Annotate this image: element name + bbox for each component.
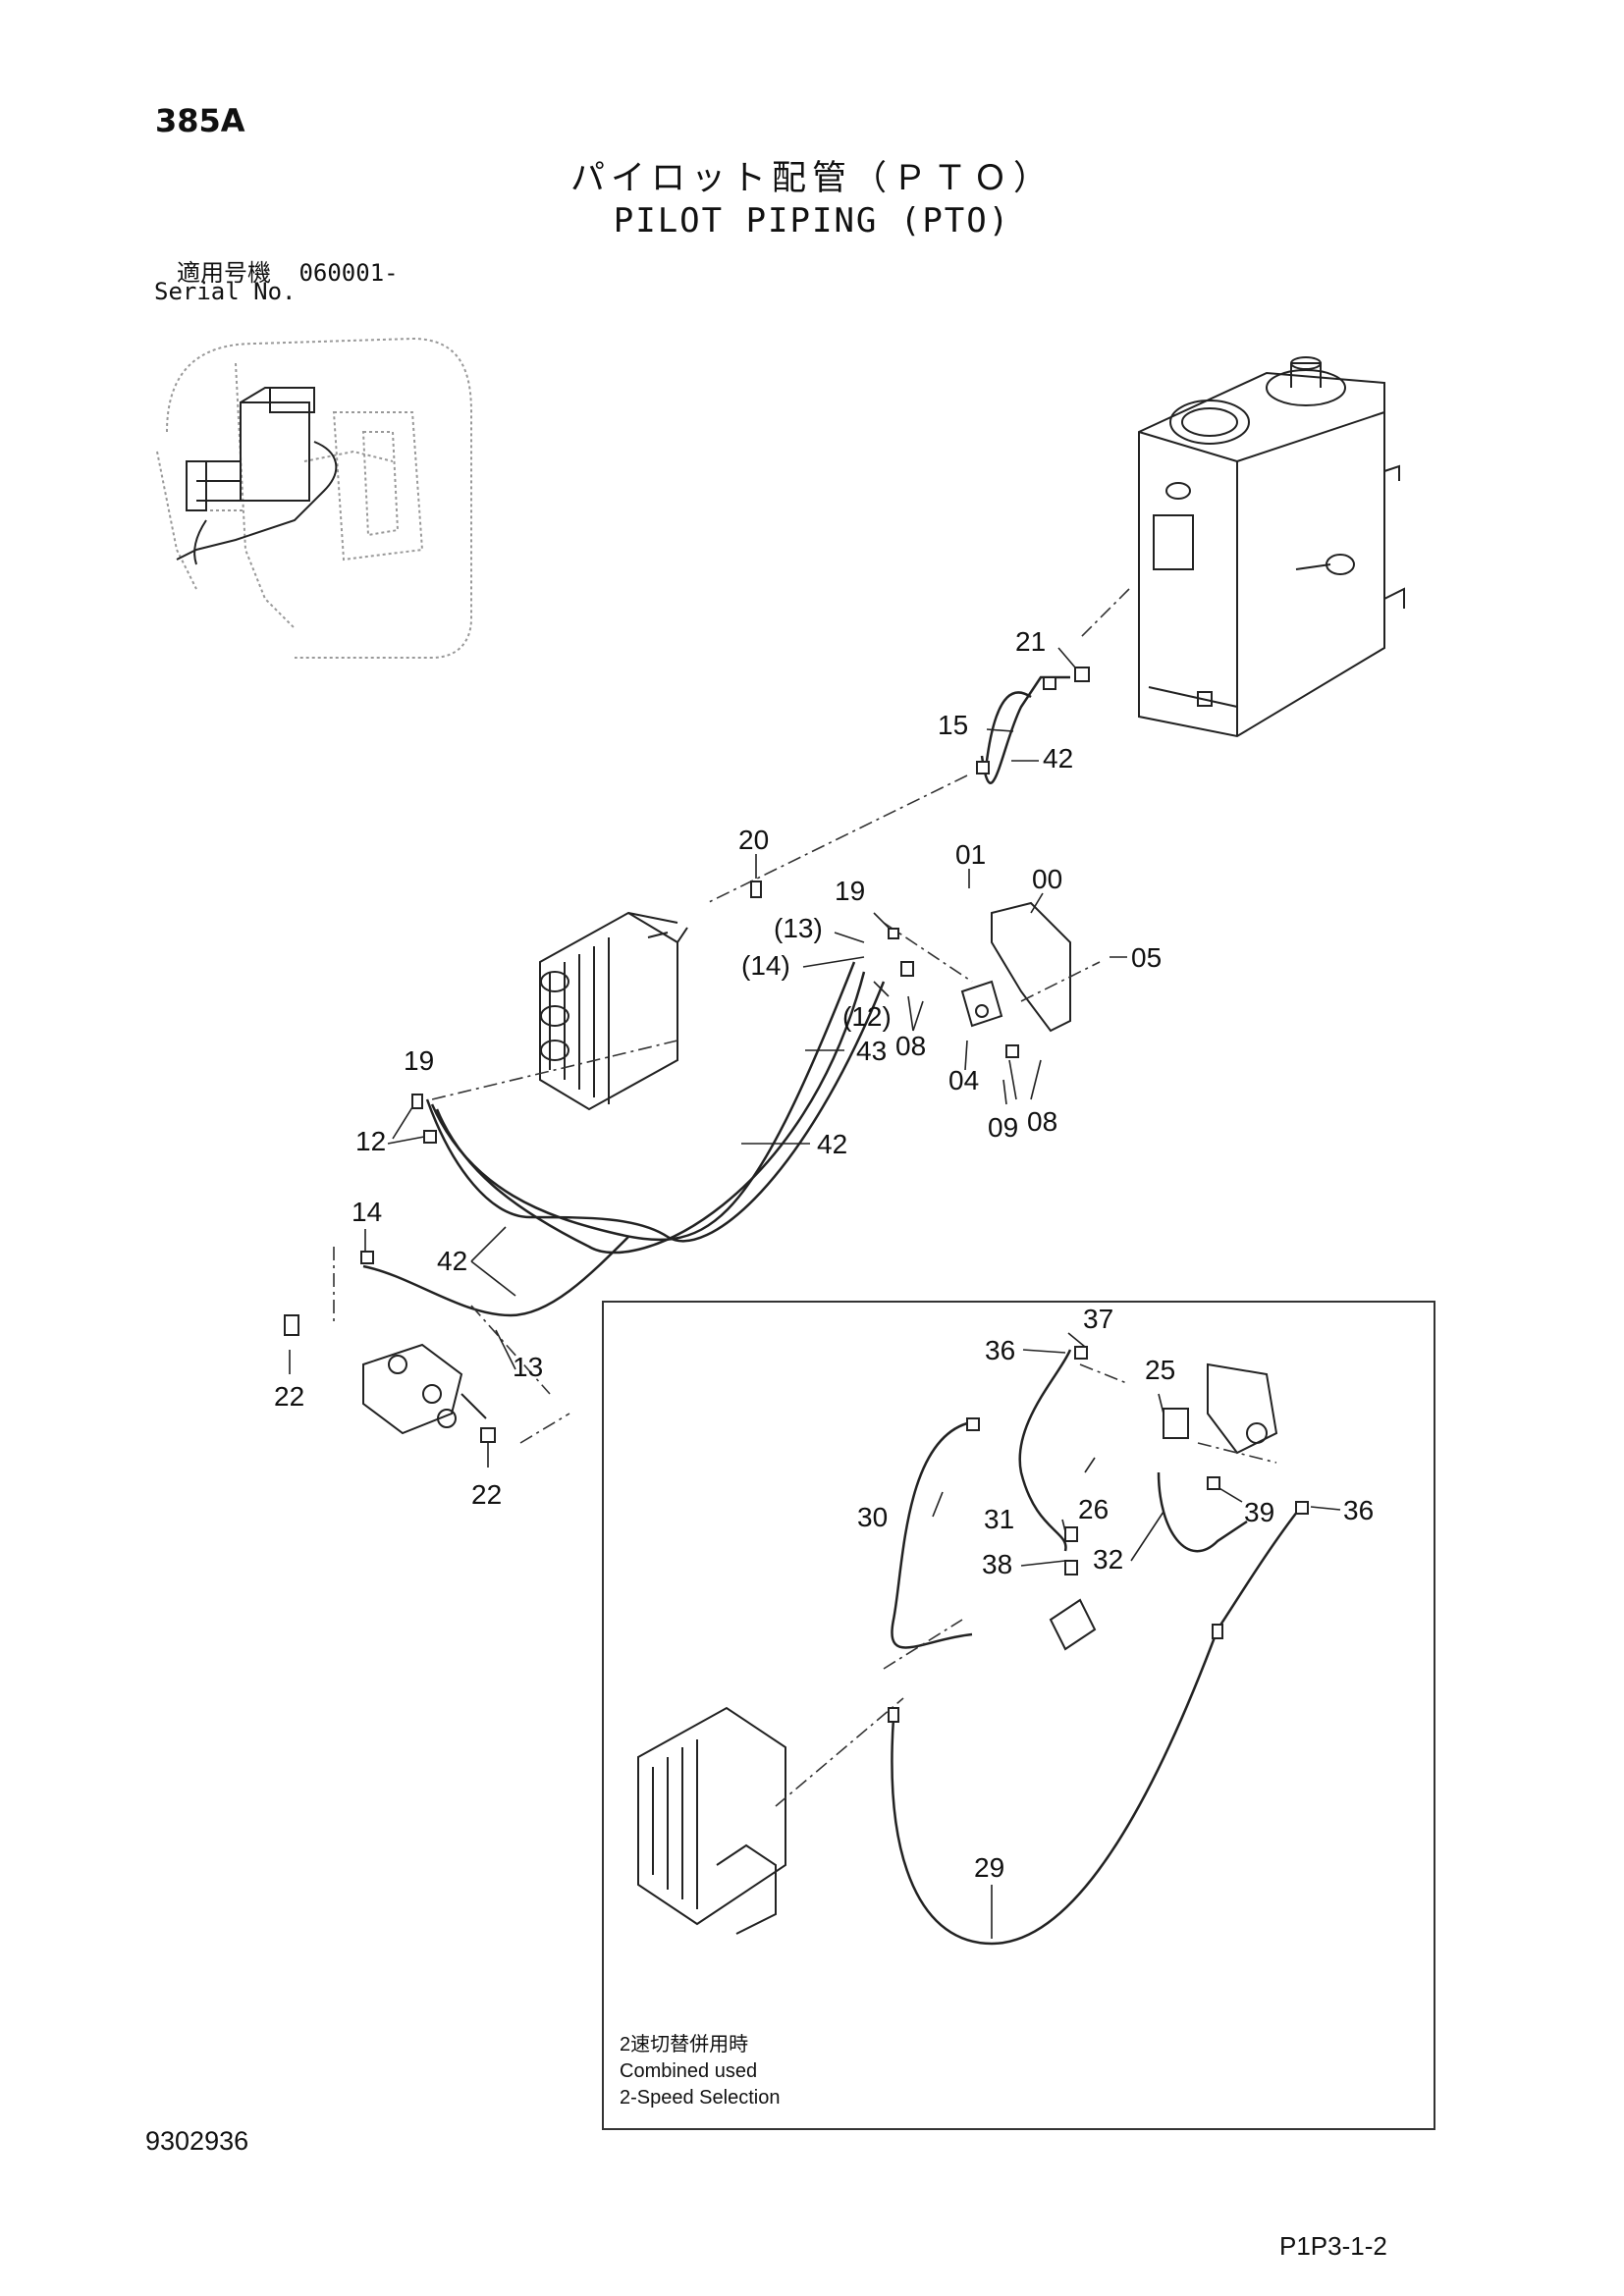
callout-25: 25 <box>1145 1355 1175 1385</box>
callout-01: 01 <box>955 839 986 870</box>
callout-08b: 08 <box>1027 1106 1057 1137</box>
callout-38: 38 <box>982 1549 1012 1579</box>
callout-36a: 36 <box>985 1335 1015 1365</box>
callout-43: 43 <box>856 1036 887 1066</box>
callout-15: 15 <box>938 710 968 740</box>
selector-valve-illustration <box>362 1343 487 1435</box>
bracket-illustration <box>900 901 1071 1058</box>
callout-22a: 22 <box>274 1381 304 1412</box>
callout-30: 30 <box>857 1502 888 1532</box>
callout-04: 04 <box>948 1065 979 1095</box>
inset-note-line-2: 2-Speed Selection <box>620 2087 781 2109</box>
serial-row-japanese: 適用号機 060001- <box>177 253 399 288</box>
callout-26: 26 <box>1078 1494 1109 1524</box>
callout-08a: 08 <box>895 1031 926 1061</box>
callout-12-paren: (12) <box>842 1001 892 1032</box>
serial-label-japanese: 適用号機 <box>177 259 271 287</box>
callout-29: 29 <box>974 1852 1004 1883</box>
control-valve-illustration <box>539 911 688 1111</box>
serial-label-english: Serial No. <box>154 278 297 305</box>
callout-leaders <box>289 647 1341 1939</box>
callout-37: 37 <box>1083 1304 1113 1334</box>
inset-frame <box>602 1301 1435 2130</box>
callout-42c: 42 <box>437 1246 467 1276</box>
callout-09: 09 <box>988 1112 1018 1143</box>
callout-00: 00 <box>1032 864 1062 894</box>
inset-note: 2速切替併用時 Combined used 2-Speed Selection <box>620 2032 780 2111</box>
inset-note-line-1: Combined used <box>620 2060 758 2082</box>
callout-labels: 21 15 42 20 01 00 19 (13) (14) 05 (12) 4… <box>274 626 1374 1883</box>
page-code: P1P3-1-2 <box>1279 2231 1387 2261</box>
callout-19a: 19 <box>835 876 865 906</box>
page-title-japanese: パイロット配管（ＰＴＯ） <box>569 159 1054 198</box>
callout-12: 12 <box>355 1126 386 1156</box>
page-title-english: PILOT PIPING (PTO) <box>613 201 1011 240</box>
callout-13: 13 <box>513 1352 543 1382</box>
model-number: 385A <box>155 102 245 139</box>
drawing-number: 9302936 <box>145 2126 249 2156</box>
hose-routing <box>362 675 1070 1317</box>
callout-42a: 42 <box>1043 743 1073 774</box>
fittings <box>284 667 1309 1723</box>
cab-overview-illustration <box>156 337 472 659</box>
inset-hose-routing <box>891 1349 1302 1946</box>
callout-05: 05 <box>1131 942 1162 973</box>
callout-31: 31 <box>984 1504 1014 1534</box>
valve-block-overview <box>176 387 338 565</box>
serial-value: 060001- <box>298 259 399 287</box>
inset-valve-illustration <box>637 1362 1278 1935</box>
callout-42b: 42 <box>817 1129 847 1159</box>
callout-14-paren: (14) <box>741 950 790 981</box>
callout-39: 39 <box>1244 1497 1274 1527</box>
callout-32: 32 <box>1093 1544 1123 1575</box>
callout-19b: 19 <box>404 1045 434 1076</box>
callout-22b: 22 <box>471 1479 502 1510</box>
callout-21: 21 <box>1015 626 1046 657</box>
callout-20: 20 <box>738 825 769 855</box>
inset-note-line-jp: 2速切替併用時 <box>620 2034 749 2056</box>
callout-36b: 36 <box>1343 1495 1374 1525</box>
callout-14: 14 <box>352 1197 382 1227</box>
pto-gearbox-illustration <box>1138 356 1405 738</box>
assembly-lines <box>333 588 1277 1807</box>
callout-13-paren: (13) <box>774 913 823 943</box>
